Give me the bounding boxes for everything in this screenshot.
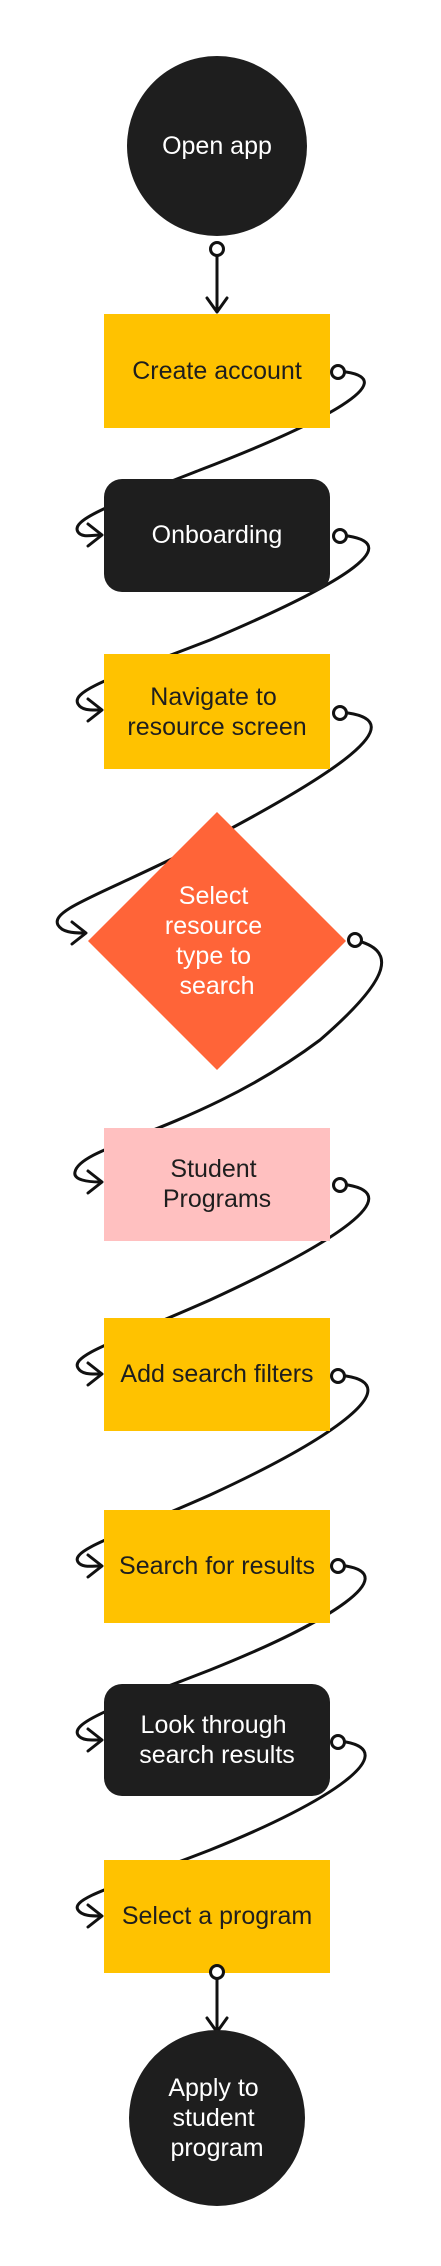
node-label: Select resource type to search	[165, 882, 269, 1000]
connector-select-type-to-student-programs	[73, 938, 383, 1184]
node-student-programs[interactable]: Student Programs	[104, 1128, 330, 1241]
port-navigate-right[interactable]	[332, 705, 348, 721]
node-label: Apply to student program	[168, 2074, 265, 2162]
node-label: Create account	[132, 357, 302, 385]
process-box	[104, 314, 330, 428]
node-label: Search for results	[119, 1552, 315, 1580]
port-select-program-bottom[interactable]	[209, 1964, 225, 1980]
port-create-account-right[interactable]	[330, 364, 346, 380]
node-create-account[interactable]: Create account	[104, 314, 330, 428]
decision-diamond	[88, 812, 346, 1070]
arrowhead-navigate	[86, 697, 104, 723]
node-label: Look through search results	[139, 1711, 295, 1769]
arrowhead-create-account	[205, 296, 229, 314]
node-label: Add search filters	[120, 1360, 313, 1388]
connector-student-programs-to-add-filters	[75, 1183, 371, 1376]
process-box	[104, 1318, 330, 1431]
process-box-rounded	[104, 1684, 330, 1796]
node-add-filters[interactable]: Add search filters	[104, 1318, 330, 1431]
node-navigate[interactable]: Navigate to resource screen	[104, 654, 330, 769]
process-box	[104, 654, 330, 769]
process-box	[104, 1128, 330, 1241]
arrowhead-onboarding	[86, 522, 104, 548]
process-box-rounded	[104, 479, 330, 592]
node-search-results[interactable]: Search for results	[104, 1510, 330, 1623]
node-apply[interactable]: Apply to student program	[129, 2030, 305, 2206]
port-onboarding-right[interactable]	[332, 528, 348, 544]
node-label: Student Programs	[163, 1155, 271, 1213]
node-open-app[interactable]: Open app	[127, 56, 307, 236]
process-box	[104, 1860, 330, 1973]
node-onboarding[interactable]: Onboarding	[104, 479, 330, 592]
process-box	[104, 1510, 330, 1623]
node-label: Open app	[162, 132, 272, 160]
port-add-filters-right[interactable]	[330, 1368, 346, 1384]
arrowhead-look-through	[86, 1727, 104, 1753]
port-look-through-right[interactable]	[330, 1734, 346, 1750]
start-terminal-shape	[127, 56, 307, 236]
node-select-program[interactable]: Select a program	[104, 1860, 330, 1973]
node-label: Navigate to resource screen	[127, 683, 306, 741]
port-search-results-right[interactable]	[330, 1558, 346, 1574]
port-student-programs-right[interactable]	[332, 1177, 348, 1193]
node-look-through[interactable]: Look through search results	[104, 1684, 330, 1796]
port-select-type-right[interactable]	[347, 932, 363, 948]
node-label: Select a program	[122, 1902, 312, 1930]
arrowhead-add-filters	[86, 1361, 104, 1387]
arrowhead-select-type	[70, 920, 88, 946]
arrowhead-search-results	[86, 1553, 104, 1579]
connection-ports	[209, 241, 363, 1980]
arrowhead-select-program	[86, 1903, 104, 1929]
connector-navigate-to-select-type	[55, 711, 373, 935]
arrowhead-student-programs	[86, 1169, 104, 1195]
port-open-app-bottom[interactable]	[209, 241, 225, 257]
node-label: Onboarding	[152, 521, 283, 549]
end-terminal-shape	[129, 2030, 305, 2206]
node-select-type[interactable]: Select resource type to search	[88, 812, 346, 1070]
